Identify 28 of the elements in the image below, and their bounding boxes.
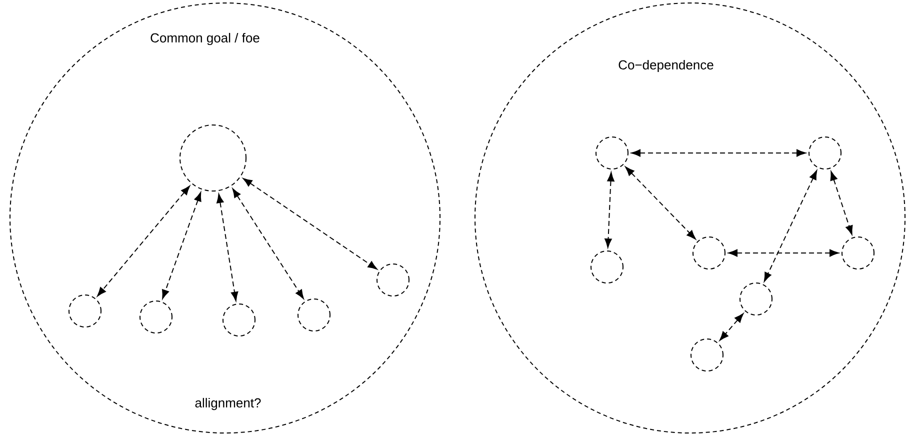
dashed-circle [740,282,772,316]
arrow [830,171,853,235]
dashed-circle [376,264,410,296]
circle-label: Common goal / foe [150,32,260,46]
dashed-circle [298,298,330,332]
arrow [242,178,378,270]
arrow [216,194,238,302]
dashed-circle [140,300,172,334]
arrow [719,313,744,341]
dashed-circle [180,124,246,192]
arrow [162,192,202,300]
arrow [728,249,839,257]
arrow [97,186,190,296]
arrow [625,166,696,240]
dashed-circle [68,294,102,328]
dashed-circle [222,304,256,336]
circle-label: Co−dependence [618,60,714,72]
arrow [631,149,806,157]
arrow [604,172,614,248]
dashed-circle [690,338,724,372]
circle-label: allignment? [195,398,261,410]
dashed-circle [842,236,874,270]
arrow [232,188,304,299]
dashed-circle [808,136,842,170]
arrow [764,170,818,282]
dashed-circle [692,236,726,270]
dashed-circle [590,250,624,284]
dashed-circle [596,136,628,170]
